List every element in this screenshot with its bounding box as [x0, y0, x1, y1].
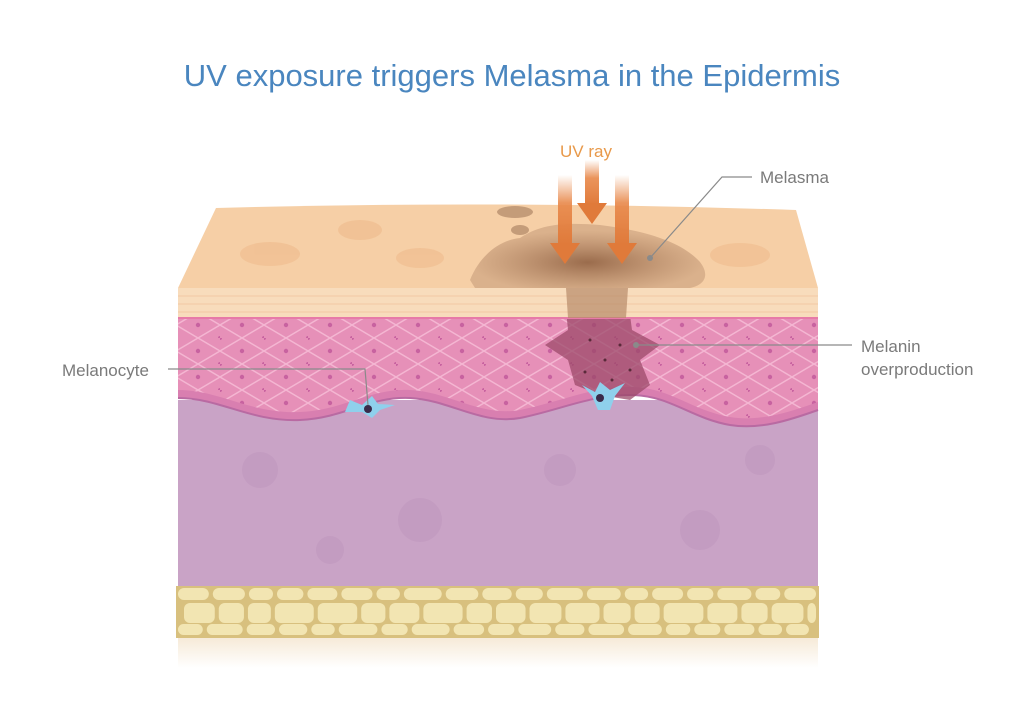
fat-cell — [212, 588, 245, 600]
fat-cell — [445, 588, 479, 600]
diagram-title: UV exposure triggers Melasma in the Epid… — [183, 58, 841, 93]
fat-cell — [495, 603, 526, 623]
fat-cell — [755, 588, 781, 600]
fat-cell — [246, 624, 276, 635]
fat-cell — [663, 603, 704, 623]
dermis-layer — [178, 400, 818, 588]
melanocyte-cell — [345, 396, 395, 418]
melasma-leader — [649, 176, 752, 259]
fat-cell — [389, 603, 420, 623]
fat-cell — [624, 588, 649, 600]
fat-cell — [311, 624, 335, 635]
fat-cell — [603, 603, 631, 623]
melanocyte-cell-melasma — [582, 382, 625, 410]
melanin-patch — [545, 300, 660, 400]
fat-cell — [247, 603, 271, 623]
fat-cell — [717, 588, 752, 600]
fat-cell — [771, 603, 804, 623]
fat-cell — [488, 624, 515, 635]
stratum-layer — [178, 288, 818, 318]
melanocyte-leader — [168, 368, 369, 406]
fat-cell — [786, 624, 809, 635]
fat-cell — [361, 603, 386, 623]
fat-cell — [423, 603, 463, 623]
fat-cell — [586, 588, 621, 600]
fat-cell — [317, 603, 358, 623]
fat-cell — [741, 603, 768, 623]
fat-cell — [784, 588, 816, 600]
fat-cell — [687, 588, 714, 600]
melanin-label-line1: Melanin — [861, 337, 921, 356]
fat-cell — [453, 624, 485, 635]
fat-cell — [277, 588, 304, 600]
melanocyte-label: Melanocyte — [62, 361, 149, 380]
uv-arrows-icon — [550, 160, 637, 264]
fat-cell — [341, 588, 373, 600]
fat-cell — [588, 624, 625, 635]
fat-cell — [307, 588, 338, 600]
fat-cell — [411, 624, 450, 635]
fat-cell — [665, 624, 691, 635]
fat-cell — [565, 603, 600, 623]
fat-cell — [279, 624, 308, 635]
fat-cell — [634, 603, 660, 623]
fat-cell — [248, 588, 274, 600]
fat-cell — [218, 603, 244, 623]
melasma-label: Melasma — [760, 168, 829, 187]
fat-cell — [403, 588, 442, 600]
fat-cell — [546, 588, 583, 600]
fat-cell — [206, 624, 243, 635]
fat-cell — [515, 588, 543, 600]
fat-cell — [381, 624, 408, 635]
melasma-spot — [470, 223, 706, 288]
fat-cell — [807, 603, 816, 623]
fat-cell — [376, 588, 400, 600]
fat-cell — [184, 603, 215, 623]
fat-cell — [758, 624, 783, 635]
fat-cell — [482, 588, 512, 600]
fat-cell — [466, 603, 492, 623]
fat-cell — [555, 624, 585, 635]
epidermis-layer — [178, 318, 818, 427]
reflection — [178, 638, 818, 668]
fat-cell — [707, 603, 738, 623]
fat-cell — [628, 624, 662, 635]
fat-cell — [529, 603, 562, 623]
fat-cell — [724, 624, 755, 635]
fat-cell — [338, 624, 378, 635]
melanin-label-line2: overproduction — [861, 360, 974, 379]
fat-cell — [652, 588, 684, 600]
uv-ray-label: UV ray — [560, 142, 612, 161]
fat-cells — [178, 588, 816, 635]
fat-cell — [694, 624, 721, 635]
fat-cell — [178, 624, 203, 635]
fat-cell — [178, 588, 209, 600]
fat-cell — [518, 624, 552, 635]
fat-cell — [274, 603, 314, 623]
